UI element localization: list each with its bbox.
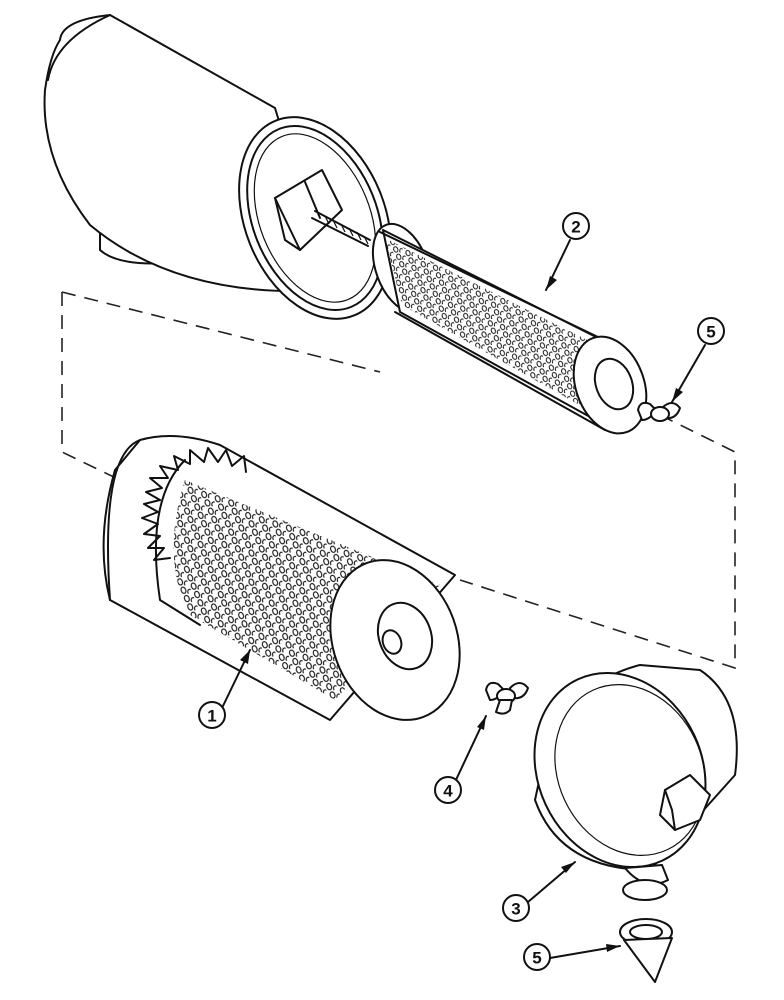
callout-3-label: 3: [511, 900, 520, 919]
filter-pleats: [141, 447, 247, 561]
inner-safety-filter: [371, 222, 648, 435]
threaded-stud: [311, 210, 371, 247]
callout-2-label: 2: [571, 218, 580, 237]
callout-1: 1: [198, 701, 226, 729]
callout-4-label: 4: [443, 782, 453, 801]
housing-bracket: [274, 169, 343, 251]
callout-3: 3: [502, 894, 530, 922]
wing-nut-lower: [485, 681, 529, 715]
dust-unloader-valve: [619, 918, 673, 983]
primary-filter-element: [102, 435, 461, 721]
dust-cup-cover: [533, 664, 738, 901]
callout-5-lower-label: 5: [532, 949, 541, 968]
callout-4: 4: [434, 776, 462, 804]
air-cleaner-housing: [43, 14, 392, 320]
callout-5-upper-label: 5: [706, 323, 715, 342]
callout-2: 2: [562, 212, 590, 240]
assembly-dashed-line: [61, 291, 736, 670]
wing-nut-upper: [637, 401, 681, 422]
callout-5-upper: 5: [697, 317, 725, 345]
callout-1-label: 1: [207, 707, 216, 726]
leader-lines: [221, 239, 706, 959]
callout-5-lower: 5: [523, 943, 551, 971]
